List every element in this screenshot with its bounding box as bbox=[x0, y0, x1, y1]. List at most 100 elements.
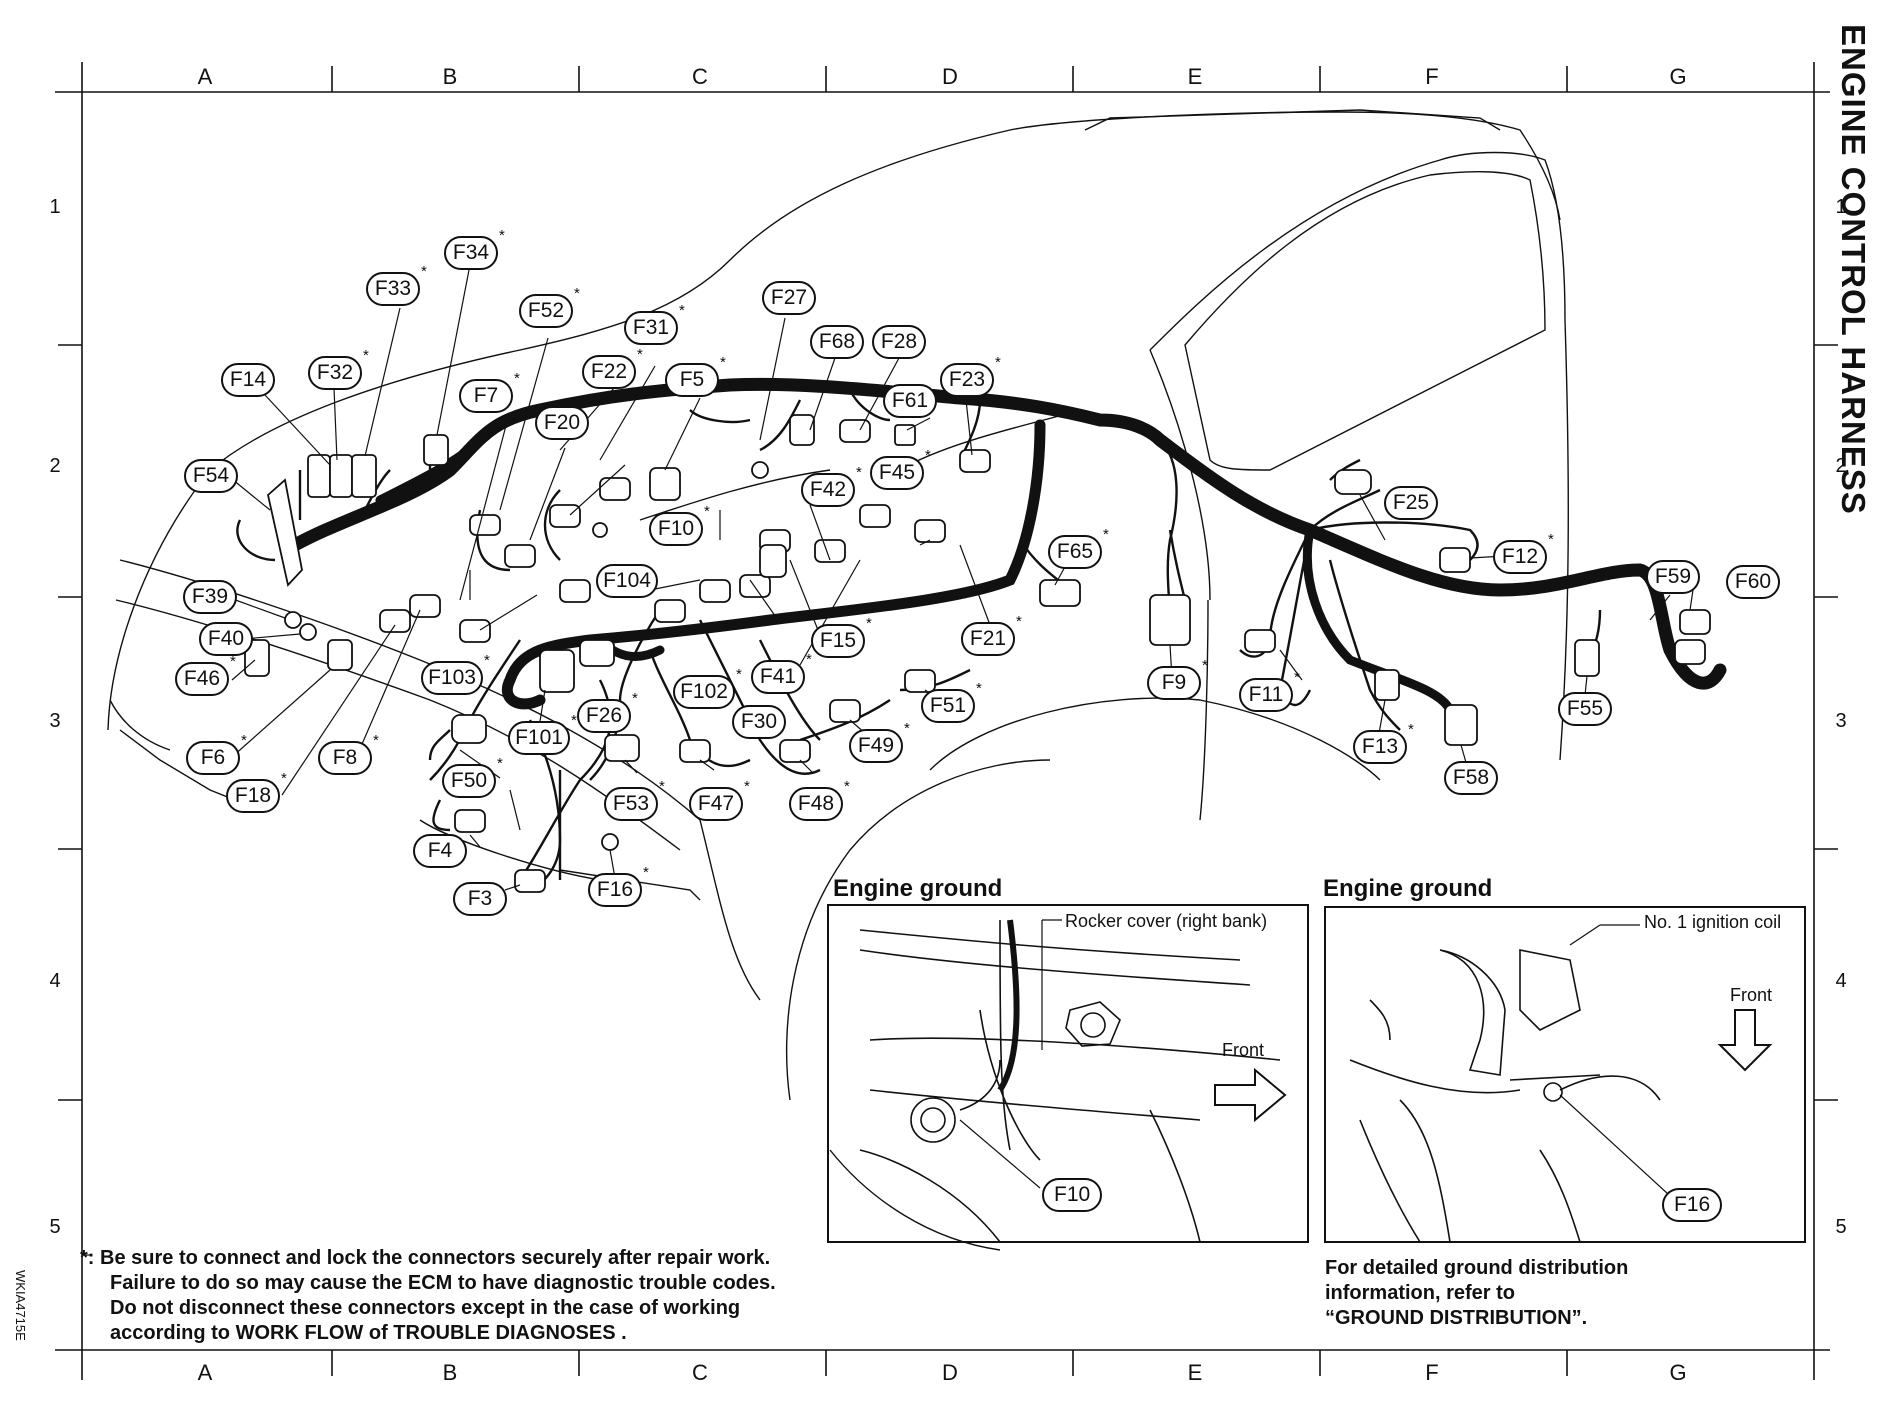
star-mark-f7: * bbox=[514, 370, 520, 387]
connector-callout-f7: F7 bbox=[459, 379, 513, 413]
row-label-1-right: 1 bbox=[1835, 196, 1847, 218]
column-label-b-bottom: B bbox=[442, 1360, 458, 1385]
connector-callout-f23: F23 bbox=[940, 363, 994, 397]
star-mark-f26: * bbox=[632, 690, 638, 707]
star-mark-f65: * bbox=[1103, 526, 1109, 543]
connector-callout-f68: F68 bbox=[810, 325, 864, 359]
rocker-cover-label: Rocker cover (right bank) bbox=[1065, 911, 1268, 931]
sheet-title: ENGINE CONTROL HARNESS bbox=[1835, 24, 1872, 515]
column-label-f-bottom: F bbox=[1425, 1360, 1439, 1385]
front-label-left: Front bbox=[1222, 1040, 1265, 1060]
column-label-g-top: G bbox=[1669, 64, 1687, 89]
star-mark-f22: * bbox=[637, 346, 643, 363]
column-label-d-bottom: D bbox=[942, 1360, 958, 1385]
front-arrow-right-icon bbox=[1214, 1067, 1287, 1123]
connector-callout-f8: F8 bbox=[318, 741, 372, 775]
connector-callout-f101: F101 bbox=[508, 721, 570, 755]
star-mark-f52: * bbox=[574, 285, 580, 302]
star-mark-f9: * bbox=[1202, 657, 1208, 674]
connector-callout-f65: F65 bbox=[1048, 535, 1102, 569]
column-label-f-top: F bbox=[1425, 64, 1439, 89]
connector-callout-f30: F30 bbox=[732, 705, 786, 739]
column-label-g-bottom: G bbox=[1669, 1360, 1687, 1385]
connector-callout-f15: F15 bbox=[811, 624, 865, 658]
connector-bodies bbox=[244, 414, 1711, 893]
connector-callout-f42: F42 bbox=[801, 473, 855, 507]
connector-callout-f10: F10 bbox=[649, 512, 703, 546]
connector-callout-f12: F12 bbox=[1493, 540, 1547, 574]
star-mark-f15: * bbox=[866, 615, 872, 632]
star-mark-f101: * bbox=[571, 712, 577, 729]
note-line-3: Do not disconnect these connectors excep… bbox=[110, 1297, 741, 1319]
column-label-b-top: B bbox=[442, 64, 458, 89]
row-label-4-left: 4 bbox=[49, 970, 61, 992]
note-star: * bbox=[80, 1247, 88, 1269]
connector-callout-f34: F34 bbox=[444, 236, 498, 270]
star-mark-f11: * bbox=[1294, 669, 1300, 686]
connector-callout-f50: F50 bbox=[442, 764, 496, 798]
connector-callout-f60: F60 bbox=[1726, 565, 1780, 599]
ground-eyelets bbox=[284, 461, 769, 851]
connector-callout-f5: F5 bbox=[665, 363, 719, 397]
connector-callout-f32: F32 bbox=[308, 356, 362, 390]
star-mark-f47: * bbox=[744, 778, 750, 795]
connector-callout-f58: F58 bbox=[1444, 761, 1498, 795]
ground-distribution-note: For detailed ground distribution informa… bbox=[1325, 1256, 1628, 1331]
connector-callout-f49: F49 bbox=[849, 729, 903, 763]
connector-callout-f46: F46 bbox=[175, 662, 229, 696]
star-mark-f21: * bbox=[1016, 613, 1022, 630]
connector-callout-f27: F27 bbox=[762, 281, 816, 315]
connector-callout-f22: F22 bbox=[582, 355, 636, 389]
row-label-1-left: 1 bbox=[49, 196, 61, 218]
star-mark-f48: * bbox=[844, 778, 850, 795]
star-mark-f20: * bbox=[590, 397, 596, 414]
inset-left-frame bbox=[827, 904, 1309, 1243]
connector-callout-f31: F31 bbox=[624, 311, 678, 345]
vehicle-outline bbox=[107, 109, 1569, 1251]
star-mark-f23: * bbox=[995, 354, 1001, 371]
inset-right-title: Engine ground bbox=[1323, 875, 1493, 902]
connector-callout-f45: F45 bbox=[870, 456, 924, 490]
connector-callout-f25: F25 bbox=[1384, 486, 1438, 520]
star-mark-f31: * bbox=[679, 302, 685, 319]
inset-callout-f10: F10 bbox=[1042, 1178, 1103, 1212]
column-dividers bbox=[331, 66, 1568, 1376]
column-label-e-bottom: E bbox=[1187, 1360, 1203, 1385]
connector-callout-f26: F26 bbox=[577, 699, 631, 733]
connector-callout-f104: F104 bbox=[596, 564, 658, 598]
star-mark-f34: * bbox=[499, 227, 505, 244]
connector-callout-f16: F16 bbox=[588, 873, 642, 907]
star-mark-f16: * bbox=[643, 864, 649, 881]
row-label-5-left: 5 bbox=[49, 1216, 61, 1238]
connector-callout-f51: F51 bbox=[921, 689, 975, 723]
front-label-right: Front bbox=[1730, 985, 1773, 1005]
row-dividers bbox=[58, 344, 1838, 1101]
star-mark-f51: * bbox=[976, 680, 982, 697]
connector-callout-f59: F59 bbox=[1646, 560, 1700, 594]
connector-callout-f11: F11 bbox=[1239, 678, 1293, 712]
star-mark-f5: * bbox=[720, 354, 726, 371]
row-label-3-right: 3 bbox=[1835, 710, 1847, 732]
star-mark-f102: * bbox=[736, 666, 742, 683]
row-label-5-right: 5 bbox=[1835, 1216, 1847, 1238]
front-arrow-down-icon bbox=[1717, 1009, 1773, 1072]
connector-callout-f14: F14 bbox=[221, 363, 275, 397]
note-line-4: according to WORK FLOW of TROUBLE DIAGNO… bbox=[110, 1322, 627, 1344]
column-label-a-top: A bbox=[197, 64, 213, 89]
connector-callout-f28: F28 bbox=[872, 325, 926, 359]
connector-callout-f55: F55 bbox=[1558, 692, 1612, 726]
connector-callout-f61: F61 bbox=[883, 384, 937, 418]
connector-callout-f9: F9 bbox=[1147, 666, 1201, 700]
connector-callout-f3: F3 bbox=[453, 882, 507, 916]
column-label-c-bottom: C bbox=[692, 1360, 708, 1385]
star-mark-f103: * bbox=[484, 652, 490, 669]
connector-callout-f40: F40 bbox=[199, 622, 253, 656]
connector-callout-f4: F4 bbox=[413, 834, 467, 868]
connector-callout-f54: F54 bbox=[184, 459, 238, 493]
connector-callout-f18: F18 bbox=[226, 779, 280, 813]
connector-callout-f41: F41 bbox=[751, 660, 805, 694]
note-line-1: : Be sure to connect and lock the connec… bbox=[87, 1247, 771, 1269]
star-mark-f45: * bbox=[925, 447, 931, 464]
row-label-4-right: 4 bbox=[1835, 970, 1847, 992]
gref-line-3: “GROUND DISTRIBUTION”. bbox=[1325, 1307, 1588, 1329]
